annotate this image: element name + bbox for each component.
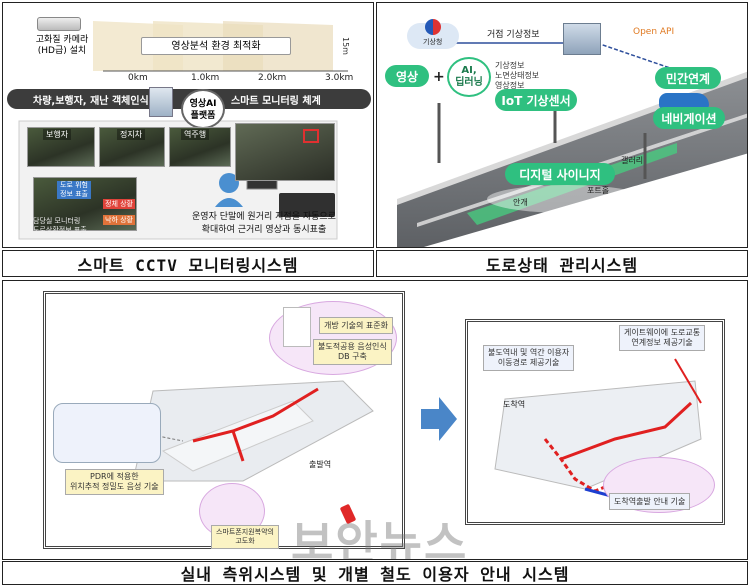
base-weather-info: 거점 기상정보 <box>487 30 540 40</box>
arrival-station-label: 도착역 <box>503 400 526 409</box>
note-gateway: 게이트웨이에 도로교통 연계정보 제공기술 <box>619 325 706 351</box>
next-arrow-icon <box>421 397 457 441</box>
distance-3: 3.0km <box>325 73 354 83</box>
note-smartphone: 스마트폰지원복약의 고도화 <box>211 525 279 549</box>
open-api-label: Open API <box>633 27 675 37</box>
object-recognition-bar: 차량,보행자, 재난 객체인식 <box>33 96 149 107</box>
smart-monitoring-bar: 스마트 모니터링 체계 <box>231 96 321 107</box>
highlight-frame <box>303 129 319 143</box>
pdr-bubble <box>53 403 161 463</box>
road-panel: 기상청 거점 기상정보 Open API 영상 + AI, 딥러닝 기상정보 노… <box>376 2 748 248</box>
operator-note: 운영자 단말에 원거리 지점을 자동으로 확대하여 근거리 영상과 동시표출 <box>192 212 336 235</box>
departure-station-label: 출발역 <box>309 460 332 469</box>
note-pdr: PDR에 적용한 위치추적 정밀도 음성 기술 <box>65 469 164 495</box>
alert-falling: 낙하 상황 <box>103 215 135 225</box>
thumb-stopped-car-label: 정지차 <box>117 129 146 140</box>
cctv-panel: 고화질 카메라 (HD급) 설치 영상분석 환경 최적화 15m 0km 1.0… <box>2 2 374 248</box>
ministry-label: 기상청 <box>423 38 443 46</box>
thumb-wrong-way-label: 역주행 <box>181 129 210 140</box>
note-route-tech: 불도역내 및 역간 이용자 이동경로 제공기술 <box>483 345 575 371</box>
pothole-label: 포트홀 <box>587 186 610 195</box>
car-icon <box>659 93 709 109</box>
height-mark: 15m <box>341 37 350 55</box>
navigation-pill: 네비게이션 <box>653 107 725 129</box>
video-pill: 영상 <box>385 65 429 87</box>
optimization-banner: 영상분석 환경 최적화 <box>141 37 291 55</box>
note-arrival-guide: 도착역출발 안내 기술 <box>609 493 691 510</box>
sensor-info-list: 기상정보 노면상태정보 영상정보 <box>495 61 540 90</box>
plus-sign: + <box>433 69 445 85</box>
private-link-pill: 민간연계 <box>655 67 721 89</box>
side-note: 담당실 모니터링 도로상황정보 표출 <box>33 217 87 234</box>
server-building-icon <box>563 23 601 55</box>
ministry-logo-icon <box>425 19 441 35</box>
note-standardization: 개방 기술의 표준화 <box>319 317 393 334</box>
thumb-wrong-way <box>169 127 231 167</box>
camera-label: 고화질 카메라 (HD급) 설치 <box>35 35 89 56</box>
caption-indoor: 실내 측위시스템 및 개별 철도 이용자 안내 시스템 <box>2 561 748 585</box>
thumb-pedestrian <box>27 127 95 167</box>
ai-deep-learning-pill: AI, 딥러닝 <box>447 57 491 97</box>
distance-2: 2.0km <box>258 73 287 83</box>
phone-screens <box>283 307 311 347</box>
thumb-pedestrian-label: 보행자 <box>43 129 72 140</box>
building-icon <box>149 87 173 117</box>
distance-0: 0km <box>128 73 148 83</box>
watermark: 보안뉴스 <box>291 516 469 560</box>
caption-road: 도로상태 관리시스템 <box>376 250 748 277</box>
distance-1: 1.0km <box>191 73 220 83</box>
thumb-stopped-car <box>99 127 165 167</box>
station-map-left <box>132 380 374 514</box>
alert-congestion: 정체 상황 <box>103 199 135 209</box>
indoor-panel: 개방 기술의 표준화 불도적공용 음성인식 DB 구축 PDR에 적용한 위치추… <box>2 280 748 560</box>
camera-icon <box>37 17 81 31</box>
iot-sensor-pill: IoT 기상센서 <box>495 89 577 111</box>
gallery-label: 갤러리 <box>621 156 644 165</box>
caption-cctv: 스마트 CCTV 모니터링시스템 <box>2 250 374 277</box>
alert-road-info: 도로 위험 정보 표출 <box>57 181 91 199</box>
digital-signage-pill: 디지털 사이니지 <box>505 163 615 185</box>
main-monitoring-view <box>235 123 335 181</box>
fog-label: 안개 <box>513 198 528 207</box>
ai-platform-hub: 영상AI 플랫폼 <box>181 89 225 129</box>
note-voice-db: 불도적공용 음성인식 DB 구축 <box>313 339 392 365</box>
